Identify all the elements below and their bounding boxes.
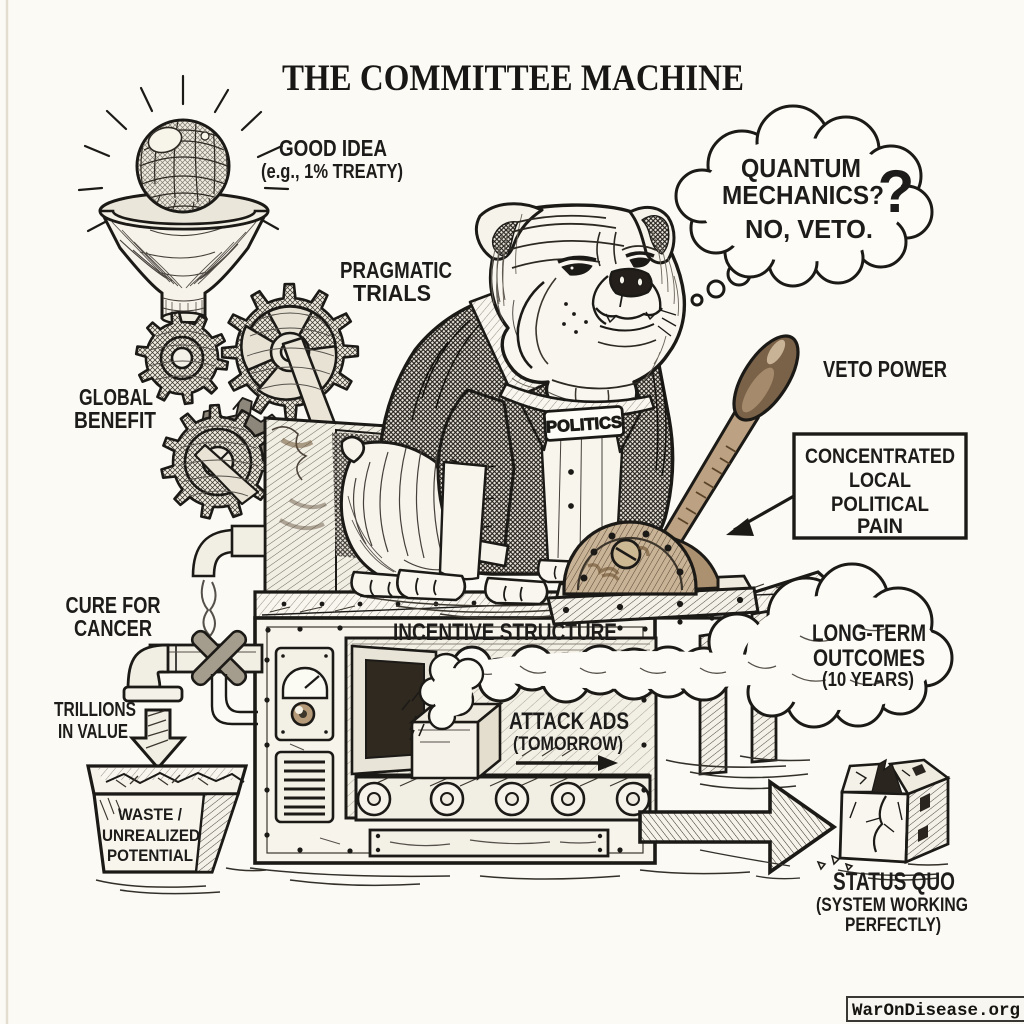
svg-text:THE COMMITTEE MACHINE: THE COMMITTEE MACHINE <box>282 58 744 99</box>
svg-text:PRAGMATIC: PRAGMATIC <box>340 257 452 283</box>
svg-text:(SYSTEM WORKING: (SYSTEM WORKING <box>816 895 968 916</box>
svg-text:POLITICAL: POLITICAL <box>831 493 929 516</box>
svg-text:QUANTUM: QUANTUM <box>741 153 861 183</box>
svg-text:?: ? <box>878 158 915 225</box>
svg-text:LOCAL: LOCAL <box>849 469 911 492</box>
svg-text:PERFECTLY): PERFECTLY) <box>845 915 941 936</box>
svg-text:MECHANICS?: MECHANICS? <box>722 180 884 210</box>
svg-text:OUTCOMES: OUTCOMES <box>813 645 925 672</box>
svg-text:GOOD IDEA: GOOD IDEA <box>279 135 387 161</box>
svg-text:CONCENTRATED: CONCENTRATED <box>805 445 955 468</box>
svg-text:POTENTIAL: POTENTIAL <box>107 847 193 865</box>
svg-text:(TOMORROW): (TOMORROW) <box>513 734 623 755</box>
svg-text:INCENTIVE STRUCTURE: INCENTIVE STRUCTURE <box>393 619 617 646</box>
svg-text:STATUS QUO: STATUS QUO <box>833 868 955 896</box>
svg-text:WASTE /: WASTE / <box>118 806 182 824</box>
svg-text:(e.g., 1% TREATY): (e.g., 1% TREATY) <box>261 161 403 183</box>
svg-text:LONG-TERM: LONG-TERM <box>812 620 926 647</box>
svg-text:CURE FOR: CURE FOR <box>66 592 161 618</box>
svg-text:UNREALIZED: UNREALIZED <box>102 827 200 845</box>
svg-text:TRIALS: TRIALS <box>353 280 431 306</box>
svg-text:IN VALUE: IN VALUE <box>58 721 128 743</box>
svg-text:NO, VETO.: NO, VETO. <box>745 214 873 244</box>
svg-text:ATTACK ADS: ATTACK ADS <box>509 708 629 735</box>
svg-text:(10 YEARS): (10 YEARS) <box>822 669 914 691</box>
svg-text:TRILLIONS: TRILLIONS <box>54 699 136 721</box>
svg-text:CANCER: CANCER <box>74 615 152 641</box>
svg-text:VETO POWER: VETO POWER <box>823 356 947 382</box>
svg-text:PAIN: PAIN <box>857 515 903 538</box>
svg-text:BENEFIT: BENEFIT <box>74 407 156 433</box>
svg-text:WarOnDisease.org: WarOnDisease.org <box>852 1001 1020 1021</box>
svg-text:GLOBAL: GLOBAL <box>79 384 153 410</box>
